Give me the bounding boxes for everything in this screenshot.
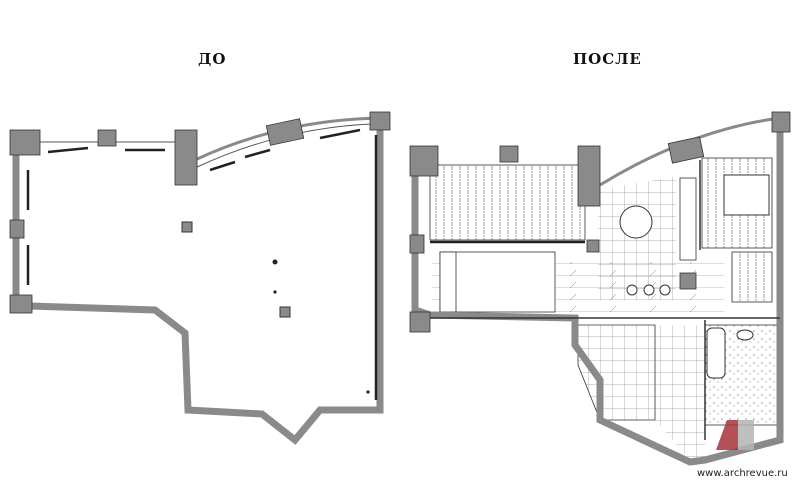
bathtub [706,327,726,379]
before-plan [9,111,391,445]
wardrobe [731,251,773,303]
before-plan-title: ДО [198,50,227,68]
bedroom-striped-floor [429,164,586,241]
closet-floor [577,324,656,421]
bed [723,174,770,216]
before-column [9,129,41,156]
after-plan [409,111,791,466]
dining-table [619,205,653,239]
archrevue-logo [716,420,754,450]
hall-tiled-floor [655,325,705,460]
watermark-url: www.archrevue.ru [697,468,788,479]
kitchen-counter [679,177,697,261]
sofa [439,251,556,313]
after-plan-title: ПОСЛЕ [573,50,642,68]
